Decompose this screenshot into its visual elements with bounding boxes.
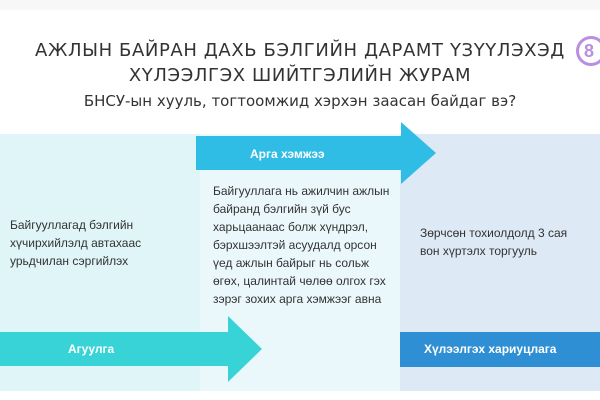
arrow-measures — [196, 122, 436, 184]
column-content-text: Байгууллагад бэлгийн хүчирхийлэлд автаха… — [10, 218, 142, 268]
page-subtitle: БНСУ-ын хууль, тогтоомжид хэрхэн заасан … — [83, 92, 517, 110]
arrow-measures-shape — [196, 122, 436, 184]
column-measures-text: Байгууллага нь ажилчин ажлын байранд бэл… — [213, 184, 390, 306]
banner-liability — [400, 332, 600, 367]
title-line-2: ХҮЛЭЭЛГЭХ ШИЙТГЭЛИЙН ЖУРАМ — [128, 65, 472, 86]
page-title: АЖЛЫН БАЙРАН ДАХЬ БЭЛГИЙН ДАРАМТ ҮЗҮҮЛЭХ… — [30, 38, 570, 88]
title-line-1: АЖЛЫН БАЙРАН ДАХЬ БЭЛГИЙН ДАРАМТ ҮЗҮҮЛЭХ… — [35, 40, 565, 61]
top-strip — [0, 0, 600, 10]
banner-liability-label: Хүлээлгэх хариуцлага — [424, 342, 557, 356]
arrow-content-label: Агуулга — [68, 342, 115, 356]
arrow-content — [0, 316, 262, 382]
column-liability-text: Зөрчсөн тохиолдолд 3 сая вон хүртэлх тор… — [420, 226, 568, 258]
page-number-badge: 8 — [576, 36, 600, 66]
arrow-content-shape — [0, 316, 262, 382]
arrow-measures-label: Арга хэмжээ — [250, 147, 325, 161]
